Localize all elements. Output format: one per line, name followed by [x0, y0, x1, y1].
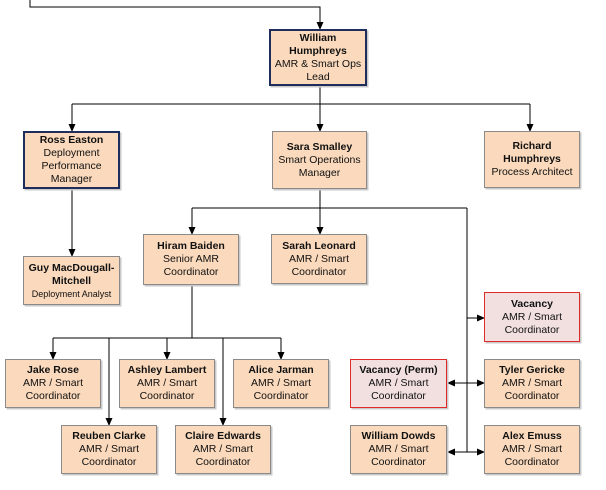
node-role: AMR / Smart Coordinator — [22, 377, 84, 402]
node-sara-smalley: Sara Smalley Smart Operations Manager — [272, 131, 367, 189]
node-name: Claire Edwards — [185, 430, 261, 442]
node-name: Ashley Lambert — [127, 364, 207, 376]
node-sarah-leonard: Sarah Leonard AMR / Smart Coordinator — [271, 234, 367, 284]
node-alex-emuss: Alex Emuss AMR / Smart Coordinator — [484, 425, 580, 474]
node-alice-jarman: Alice Jarman AMR / Smart Coordinator — [233, 359, 329, 408]
node-role: Deployment Analyst — [31, 288, 112, 299]
node-role: AMR / Smart Coordinator — [501, 310, 563, 336]
node-role: Senior AMR Coordinator — [162, 253, 220, 278]
node-role: AMR & Smart Ops Lead — [274, 57, 362, 83]
node-tyler-gericke: Tyler Gericke AMR / Smart Coordinator — [484, 359, 580, 408]
node-role: AMR / Smart Coordinator — [78, 443, 140, 468]
node-name: William Humphreys — [289, 31, 347, 57]
node-guy-macdougall-mitchell: Guy MacDougall-Mitchell Deployment Analy… — [23, 256, 120, 305]
node-name: Hiram Baiden — [157, 240, 225, 252]
node-name: Ross Easton — [39, 134, 104, 146]
node-hiram-baiden: Hiram Baiden Senior AMR Coordinator — [143, 234, 239, 285]
node-name: Alex Emuss — [502, 430, 562, 442]
node-role: AMR / Smart Coordinator — [192, 443, 254, 468]
node-name: Reuben Clarke — [72, 430, 146, 442]
node-jake-rose: Jake Rose AMR / Smart Coordinator — [5, 359, 101, 408]
node-william-humphreys: William Humphreys AMR & Smart Ops Lead — [269, 29, 367, 86]
node-role: AMR / Smart Coordinator — [368, 443, 429, 468]
node-name: Vacancy — [510, 297, 554, 310]
node-reuben-clarke: Reuben Clarke AMR / Smart Coordinator — [61, 425, 157, 474]
node-name: Jake Rose — [27, 364, 79, 376]
node-role: AMR / Smart Coordinator — [288, 252, 350, 278]
node-role: AMR / Smart Coordinator — [368, 377, 429, 402]
node-name: Vacancy (Perm) — [359, 364, 438, 376]
node-name: Sarah Leonard — [282, 239, 356, 252]
node-role: AMR / Smart Coordinator — [501, 443, 563, 468]
connector-top — [29, 0, 324, 30]
node-vacancy: Vacancy AMR / Smart Coordinator — [484, 292, 580, 342]
node-role: AMR / Smart Coordinator — [501, 377, 563, 402]
node-role: AMR / Smart Coordinator — [136, 377, 198, 402]
node-name: Guy MacDougall-Mitchell — [28, 261, 115, 287]
node-vacancy-perm: Vacancy (Perm) AMR / Smart Coordinator — [350, 359, 447, 408]
node-william-dowds: William Dowds AMR / Smart Coordinator — [350, 425, 447, 474]
node-role: Process Architect — [491, 166, 573, 178]
node-claire-edwards: Claire Edwards AMR / Smart Coordinator — [175, 425, 271, 474]
node-name: William Dowds — [361, 430, 436, 442]
node-name: Richard Humphreys — [503, 140, 561, 165]
node-name: Alice Jarman — [248, 364, 314, 376]
node-role: Deployment Performance Manager — [41, 147, 102, 185]
node-ashley-lambert: Ashley Lambert AMR / Smart Coordinator — [119, 359, 215, 408]
node-richard-humphreys: Richard Humphreys Process Architect — [484, 131, 580, 188]
node-name: Tyler Gericke — [499, 364, 565, 376]
node-ross-easton: Ross Easton Deployment Performance Manag… — [23, 131, 120, 189]
node-name: Sara Smalley — [286, 140, 353, 153]
node-role: AMR / Smart Coordinator — [250, 377, 312, 402]
node-role: Smart Operations Manager — [278, 153, 361, 179]
